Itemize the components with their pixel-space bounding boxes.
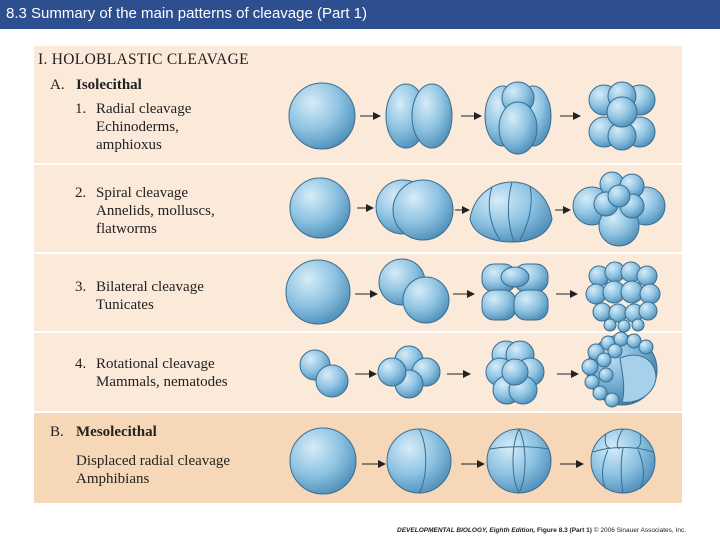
- four-cell-stage: [486, 428, 552, 494]
- figure-credit: DEVELOPMENTAL BIOLOGY, Eighth Edition, F…: [397, 527, 686, 534]
- panel-isolecithal: [34, 46, 682, 413]
- section-heading: I. HOLOBLASTIC CLEAVAGE: [38, 51, 249, 68]
- eight-cell-stage: [588, 81, 656, 151]
- group-b-title: Mesolecithal: [76, 424, 157, 440]
- credit-copyright: © 2006 Sinauer Associates, Inc.: [593, 527, 686, 534]
- divider: [34, 163, 682, 165]
- zygote-cell: [288, 82, 356, 150]
- two-cell-stage: [385, 83, 453, 149]
- four-cell-stage: [469, 181, 553, 243]
- row-name: Radial cleavage: [96, 101, 192, 117]
- row-example: Tunicates: [96, 297, 154, 313]
- group-a-letter: A.: [50, 77, 65, 93]
- credit-book: DEVELOPMENTAL BIOLOGY, Eighth Edition,: [397, 527, 536, 534]
- four-cell-stage: [484, 81, 552, 155]
- two-cell-stage: [386, 428, 452, 494]
- row-example: amphioxus: [96, 137, 162, 153]
- zygote-cell: [289, 427, 357, 495]
- four-cell-stage: [377, 345, 441, 399]
- credit-figure: Figure 8.3 (Part 1): [537, 527, 592, 534]
- divider: [34, 331, 682, 333]
- row-number: 3.: [75, 279, 87, 295]
- row-number: 2.: [75, 185, 87, 201]
- two-cell-stage: [299, 349, 349, 398]
- zygote-cell: [289, 177, 351, 239]
- four-cell-stage: [481, 263, 549, 321]
- two-cell-stage: [375, 179, 454, 241]
- two-cell-stage: [378, 258, 450, 324]
- slide-title: 8.3 Summary of the main patterns of clea…: [6, 5, 368, 22]
- group-a-title: Isolecithal: [76, 77, 142, 93]
- row-name: Rotational cleavage: [96, 356, 215, 372]
- row-name: Displaced radial cleavage: [76, 453, 231, 469]
- panel-mesolecithal: [34, 413, 682, 503]
- row-number: 4.: [75, 356, 87, 372]
- eight-cell-stage: [590, 428, 656, 494]
- row-number: 1.: [75, 101, 87, 117]
- row-name: Spiral cleavage: [96, 185, 189, 201]
- divider: [34, 411, 682, 413]
- group-b-letter: B.: [50, 424, 64, 440]
- row-name: Bilateral cleavage: [96, 279, 204, 295]
- blastocyst-stage: [581, 331, 658, 408]
- eight-cell-stage: [485, 340, 545, 405]
- row-example: Mammals, nematodes: [96, 374, 228, 390]
- divider: [34, 252, 682, 254]
- row-example: Amphibians: [76, 471, 150, 487]
- row-example: Annelids, molluscs,: [96, 203, 215, 219]
- row-example: Echinoderms,: [96, 119, 179, 135]
- slide-header: 8.3 Summary of the main patterns of clea…: [0, 0, 720, 29]
- row-example: flatworms: [96, 221, 157, 237]
- multi-cell-stage: [585, 261, 661, 333]
- eight-cell-stage: [572, 171, 666, 247]
- zygote-cell: [285, 259, 351, 325]
